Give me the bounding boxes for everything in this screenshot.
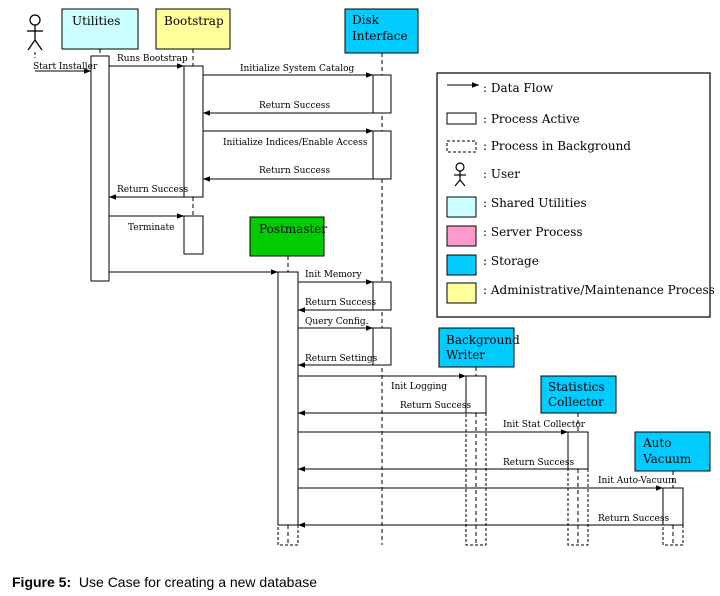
terminate-label: Terminate [128, 223, 174, 233]
init-logging-label: Init Logging [391, 382, 447, 392]
figure-caption-text: Use Case for creating a new database [78, 574, 318, 590]
init-memory-label: Init Memory [305, 270, 363, 280]
autovac-label-line2: Vacuum [642, 452, 692, 466]
legend-admin-swatch [446, 282, 477, 304]
legend-shared-utilities-label: : Shared Utilities [483, 196, 587, 210]
stats-label-line2: Collector [548, 395, 604, 409]
stats-label-line1: Statistics [548, 380, 605, 394]
disk-actor-box [344, 8, 419, 54]
query-config-label: Query Config. [305, 317, 369, 327]
init-autovac-label: Init Auto-Vacuum [598, 476, 677, 486]
disk-activation-2 [372, 130, 392, 180]
postmaster-activation [277, 271, 299, 526]
stats-actor-box [540, 375, 617, 414]
start-installer-label: Start Installer [33, 62, 98, 72]
legend-storage-label: : Storage [483, 254, 539, 268]
runs-bootstrap-label: Runs Bootstrap [117, 54, 188, 64]
legend-user-icon [454, 162, 466, 187]
legend-user-label: : User [483, 167, 520, 181]
legend-process-background-swatch [446, 140, 477, 153]
bgwriter-actor-box [438, 327, 515, 368]
autovac-label-line1: Auto [642, 436, 671, 450]
disk-activation-3 [372, 281, 392, 311]
return-success-6-label: Return Success [503, 458, 574, 468]
autovac-activation [662, 487, 684, 526]
return-success-5-label: Return Success [400, 401, 471, 411]
return-success-3-label: Return Success [117, 185, 188, 195]
return-success-7-label: Return Success [598, 514, 669, 524]
utilities-label: Utilities [72, 14, 120, 28]
utilities-activation [90, 55, 110, 282]
legend: : Data Flow : Process Active : Process i… [436, 72, 715, 318]
bgwriter-label-line2: Writer [446, 348, 485, 362]
disk-label-line2: Interface [352, 29, 408, 43]
disk-label-line1: Disk [352, 13, 380, 27]
bootstrap-actor-box [155, 8, 231, 50]
bgwriter-label-line1: Background [446, 333, 520, 347]
postmaster-label: Postmaster [259, 222, 327, 236]
legend-process-active-label: : Process Active [483, 112, 580, 126]
figure-caption: Figure 5: Use Case for creating a new da… [12, 574, 317, 590]
bootstrap-label: Bootstrap [164, 14, 224, 28]
legend-admin-label: : Administrative/Maintenance Process [483, 283, 715, 297]
postmaster-actor-box [249, 216, 325, 257]
disk-activation-1 [372, 74, 392, 114]
utilities-actor-box [61, 8, 139, 50]
legend-server-process-swatch [446, 225, 477, 247]
init-catalog-label: Initialize System Catalog [240, 64, 355, 74]
disk-activation-4 [372, 327, 392, 366]
return-success-4-label: Return Success [305, 298, 376, 308]
legend-data-flow-label: : Data Flow [483, 81, 554, 95]
legend-storage-swatch [446, 254, 477, 276]
bgwriter-activation [465, 375, 487, 414]
user-stick-figure-icon [27, 14, 43, 51]
legend-process-active-swatch [446, 112, 477, 125]
legend-server-process-label: : Server Process [483, 225, 583, 239]
return-success-2-label: Return Success [259, 166, 330, 176]
autovac-actor-box [634, 431, 711, 472]
legend-frame [436, 72, 711, 318]
init-indices-label: Initialize Indices/Enable Access [223, 138, 368, 148]
figure-caption-label: Figure 5: [12, 574, 72, 590]
bootstrap-activation [183, 65, 204, 198]
legend-process-background-label: : Process in Background [483, 139, 631, 153]
stats-activation [567, 431, 589, 470]
return-settings-label: Return Settings [305, 354, 378, 364]
init-stat-label: Init Stat Collector [503, 420, 586, 430]
legend-shared-utilities-swatch [446, 196, 477, 218]
return-success-1-label: Return Success [259, 101, 330, 111]
bootstrap-terminate-activation [183, 215, 204, 255]
